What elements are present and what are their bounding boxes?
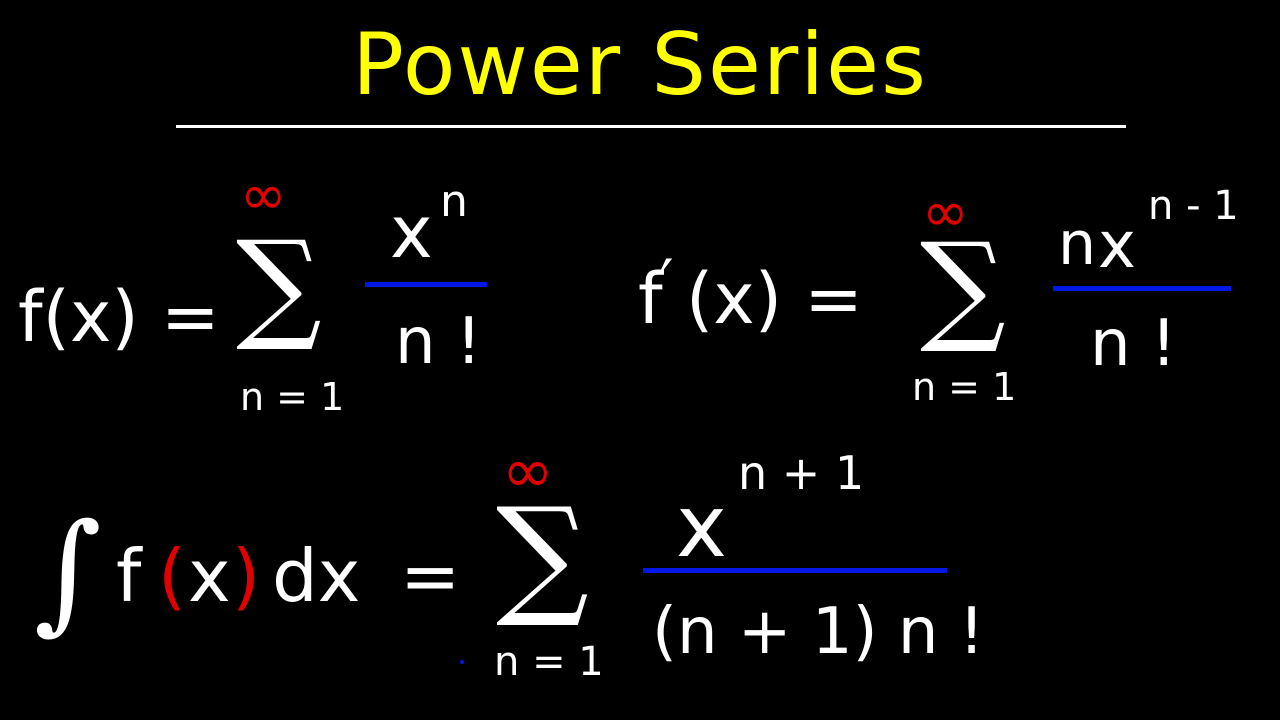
- eq2-lower-limit: n = 1: [912, 365, 1017, 409]
- eq2-infinity: ∞: [922, 180, 969, 245]
- eq3-denominator: (n + 1) n !: [652, 595, 985, 669]
- eq3-dx: dx: [272, 534, 361, 618]
- page-title: Power Series: [352, 15, 928, 115]
- eq3-integral-sign: ∫: [34, 495, 102, 647]
- eq3-paren-open: (: [158, 534, 187, 618]
- eq3-numerator-base: x: [676, 477, 727, 577]
- eq1-lhs: f(x) =: [18, 276, 220, 358]
- eq3-infinity: ∞: [502, 434, 554, 507]
- eq2-lhs-rest: (x) =: [686, 258, 863, 340]
- eq3-numerator-exp: n + 1: [738, 446, 865, 500]
- eq3-f: f: [116, 534, 142, 618]
- eq3-fraction-bar: [643, 568, 947, 573]
- eq1-infinity: ∞: [240, 163, 287, 228]
- eq3-sigma: ∑: [496, 479, 589, 631]
- title-underline: [176, 125, 1126, 128]
- eq1-fraction-bar: [365, 282, 487, 287]
- eq2-prime: ′: [660, 247, 674, 317]
- eq1-sigma: ∑: [236, 216, 322, 355]
- eq3-lower-limit: n = 1: [494, 639, 604, 685]
- eq3-paren-close: ): [232, 534, 261, 618]
- eq2-denominator: n !: [1090, 307, 1177, 381]
- eq2-numerator-exp: n - 1: [1148, 183, 1239, 229]
- eq2-sigma: ∑: [920, 218, 1006, 357]
- eq3-x: x: [188, 534, 231, 618]
- eq1-numerator-exp: n: [440, 176, 468, 227]
- eq2-lhs-f: f: [638, 258, 663, 340]
- eq2-numerator-coef: n: [1058, 209, 1097, 279]
- eq1-numerator-base: x: [390, 190, 433, 274]
- eq2-numerator-base: x: [1098, 209, 1136, 283]
- stray-dot: [460, 660, 464, 664]
- eq3-equals: =: [400, 534, 461, 618]
- eq1-denominator: n !: [395, 305, 482, 379]
- eq1-lower-limit: n = 1: [240, 375, 345, 419]
- eq2-fraction-bar: [1053, 286, 1231, 291]
